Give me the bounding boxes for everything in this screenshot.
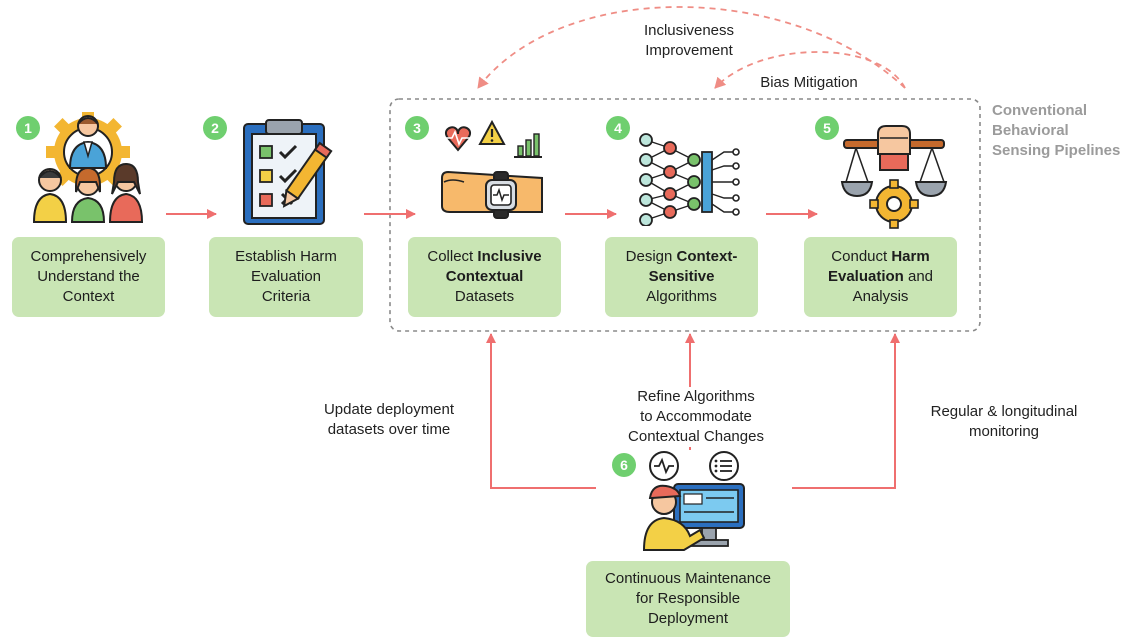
team-gear-icon <box>32 112 144 223</box>
step-line: Analysis <box>853 287 909 307</box>
label-line: Refine Algorithms <box>637 388 755 405</box>
label-line: Inclusiveness <box>643 22 735 39</box>
neural-network-icon <box>639 133 740 226</box>
step-4-badge: 4 <box>606 116 630 140</box>
step-line: Establish Harm <box>235 247 337 267</box>
step-line: Collect Inclusive <box>427 247 541 267</box>
step-line: Algorithms <box>646 287 717 307</box>
step-6-box: Continuous Maintenance for Responsible D… <box>586 561 790 637</box>
step-text: Collect <box>427 248 478 265</box>
emphasis-text: Evaluation <box>827 268 904 285</box>
label-line: monitoring <box>968 423 1040 440</box>
step-5-badge: 5 <box>815 116 839 140</box>
step-text: Understand the <box>37 268 140 285</box>
step-text: Establish Harm <box>235 248 337 265</box>
bias-mitigation-label: Bias Mitigation <box>748 73 870 93</box>
step-line: Comprehensively <box>31 247 147 267</box>
label-line: Bias Mitigation <box>760 74 858 91</box>
step-3-box: Collect Inclusive Contextual Datasets <box>408 237 561 317</box>
step-line: for Responsible <box>636 589 740 609</box>
update-datasets-label: Update deployment datasets over time <box>308 400 470 440</box>
monitoring-connector <box>792 333 900 489</box>
monitoring-workstation-icon <box>642 451 745 551</box>
monitoring-label: Regular & longitudinal monitoring <box>912 402 1096 442</box>
step-2-box: Establish Harm Evaluation Criteria <box>209 237 363 317</box>
step-4-box: Design Context- Sensitive Algorithms <box>605 237 758 317</box>
step-text: Datasets <box>454 288 515 305</box>
step-text: Analysis <box>852 288 909 305</box>
step-line: Understand the <box>37 267 140 287</box>
step-1-badge: 1 <box>16 116 40 140</box>
step-line: Evaluation and <box>828 267 933 287</box>
step-text: Conduct <box>831 248 892 265</box>
step-text: Comprehensively <box>30 248 147 265</box>
step-5-box: Conduct Harm Evaluation and Analysis <box>804 237 957 317</box>
emphasis-text: Context- <box>676 248 738 265</box>
step-line: Conduct Harm <box>831 247 929 267</box>
step-text: Continuous Maintenance <box>605 570 771 587</box>
step-line: Criteria <box>262 287 310 307</box>
refine-algorithms-label: Refine Algorithms to Accommodate Context… <box>606 387 786 447</box>
step-line: Context <box>63 287 115 307</box>
step-line: Sensitive <box>649 267 715 287</box>
step-6-badge: 6 <box>612 453 636 477</box>
step-text: Context <box>62 288 115 305</box>
label-line: Contextual Changes <box>628 428 764 445</box>
step-line: Contextual <box>446 267 524 287</box>
region-title: Conventional Behavioral Sensing Pipeline… <box>992 101 1120 161</box>
inclusiveness-feedback-arc <box>477 6 906 89</box>
region-title-line: Sensing Pipelines <box>992 142 1121 159</box>
step-text: Design <box>625 248 677 265</box>
smartwatch-sensing-icon <box>441 120 543 219</box>
emphasis-text: Contextual <box>445 268 524 285</box>
step-line: Deployment <box>648 609 728 629</box>
step-2-badge: 2 <box>203 116 227 140</box>
step-text: for Responsible <box>635 590 741 607</box>
checklist-clipboard-icon <box>243 119 333 225</box>
step-1-box: Comprehensively Understand the Context <box>12 237 165 317</box>
step-text: Criteria <box>261 288 311 305</box>
region-title-line: Behavioral <box>992 122 1069 139</box>
label-line: to Accommodate <box>640 408 752 425</box>
label-line: datasets over time <box>327 421 451 438</box>
step-text: Evaluation <box>250 268 322 285</box>
step-line: Evaluation <box>251 267 321 287</box>
update-datasets-connector <box>486 333 596 489</box>
step-line: Datasets <box>455 287 514 307</box>
region-title-line: Conventional <box>992 102 1088 119</box>
label-line: Update deployment <box>323 401 455 418</box>
step-3-badge: 3 <box>405 116 429 140</box>
step-text: Algorithms <box>646 288 717 305</box>
step-line: Design Context- <box>626 247 738 267</box>
emphasis-text: Inclusive <box>477 248 542 265</box>
inclusiveness-improvement-label: Inclusiveness Improvement <box>630 21 748 61</box>
step-text: and <box>903 268 934 285</box>
step-text: Deployment <box>647 610 729 627</box>
label-line: Regular & longitudinal <box>930 403 1078 420</box>
emphasis-text: Harm <box>891 248 930 265</box>
balance-scale-icon <box>840 125 948 229</box>
emphasis-text: Sensitive <box>648 268 715 285</box>
label-line: Improvement <box>645 42 733 59</box>
step-line: Continuous Maintenance <box>605 569 771 589</box>
